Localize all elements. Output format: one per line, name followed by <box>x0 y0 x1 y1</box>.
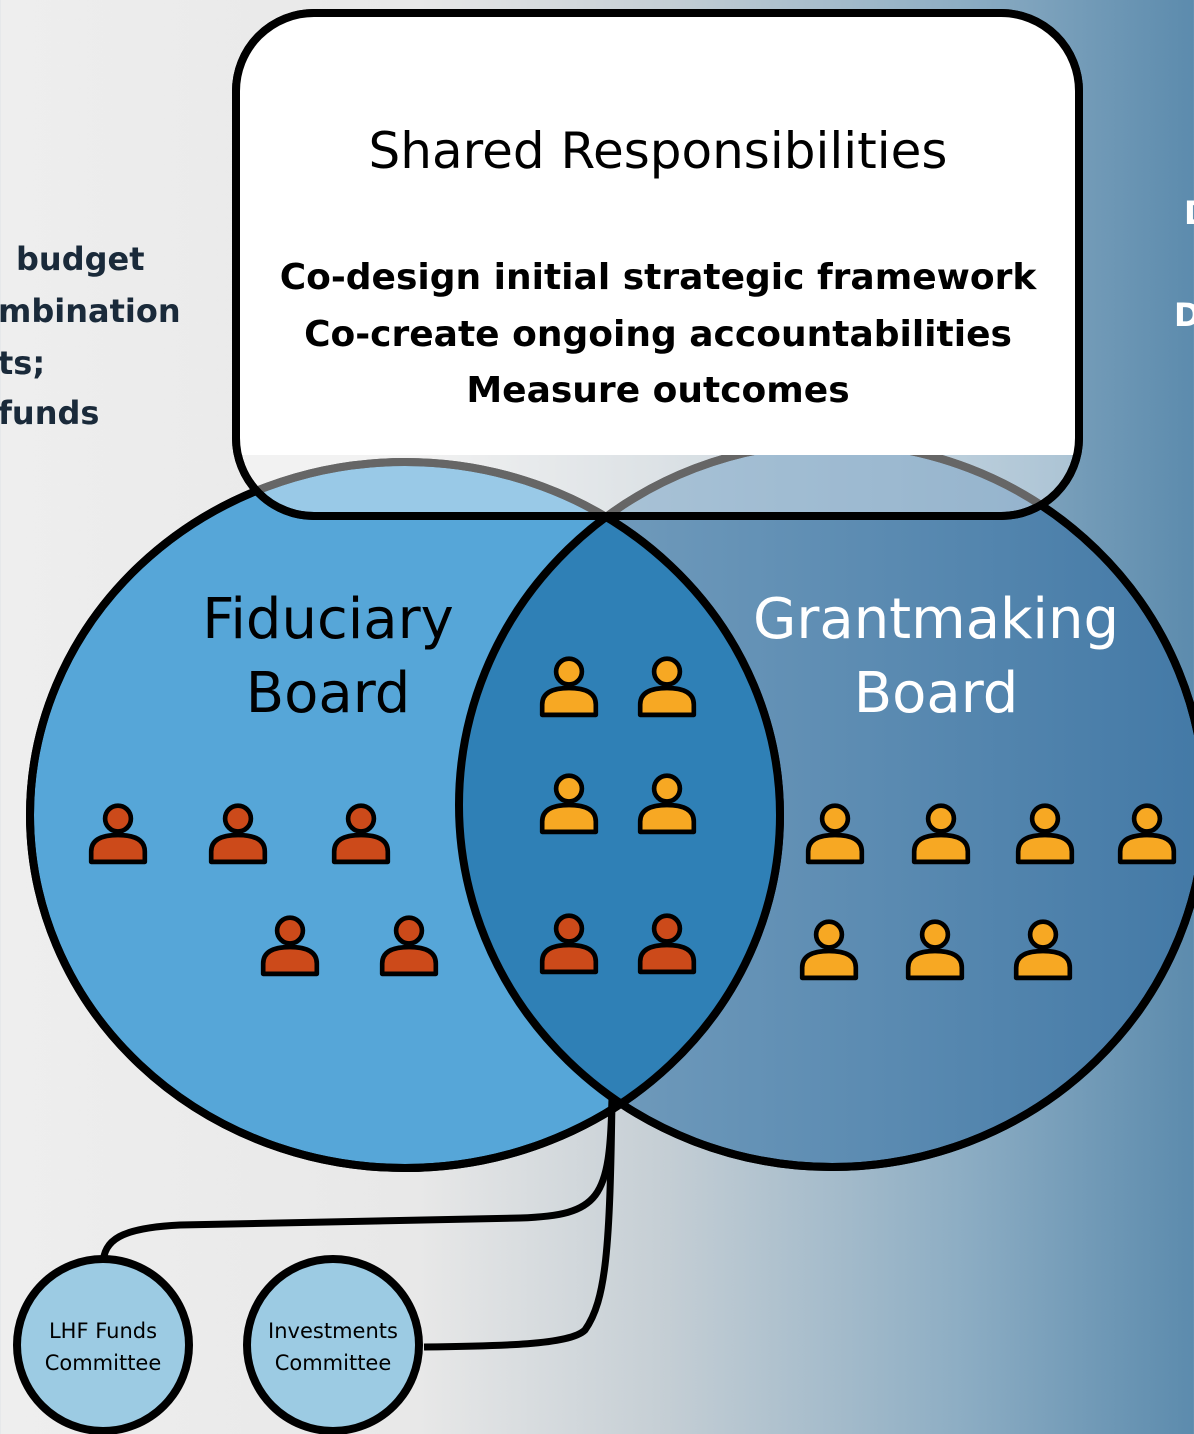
fiduciary-board-title: Board <box>246 661 411 726</box>
left-fragment-line: mbination <box>0 292 181 330</box>
right-fragment-line: D <box>1184 194 1194 232</box>
shared-responsibilities-title: Shared Responsibilities <box>369 122 948 180</box>
committee-label: Committee <box>275 1351 392 1375</box>
grantmaking-board-title: Board <box>854 661 1019 726</box>
committee-label: Committee <box>45 1351 162 1375</box>
investments-committee: Investments Committee <box>243 1255 423 1434</box>
left-fragment-line: budget <box>16 240 145 278</box>
committee-label: Investments <box>268 1319 398 1343</box>
committee-connector-line <box>423 1097 616 1351</box>
left-fragment-line: funds <box>0 394 100 432</box>
grantmaking-board-title: Grantmaking <box>753 587 1119 652</box>
committee-label: LHF Funds <box>49 1319 157 1343</box>
overlap-region <box>459 462 780 1167</box>
shared-responsibility-item: Co-create ongoing accountabilities <box>304 314 1012 355</box>
lhf-funds-committee: LHF Funds Committee <box>13 1255 193 1434</box>
fiduciary-board-title: Fiduciary <box>202 587 454 652</box>
right-fragment-line: D <box>1174 296 1194 334</box>
shared-responsibility-item: Co-design initial strategic framework <box>280 257 1038 298</box>
shared-responsibility-item: Measure outcomes <box>466 370 849 411</box>
left-fragment-line: ts; <box>0 344 46 382</box>
committee-connector-line <box>99 1097 616 1265</box>
